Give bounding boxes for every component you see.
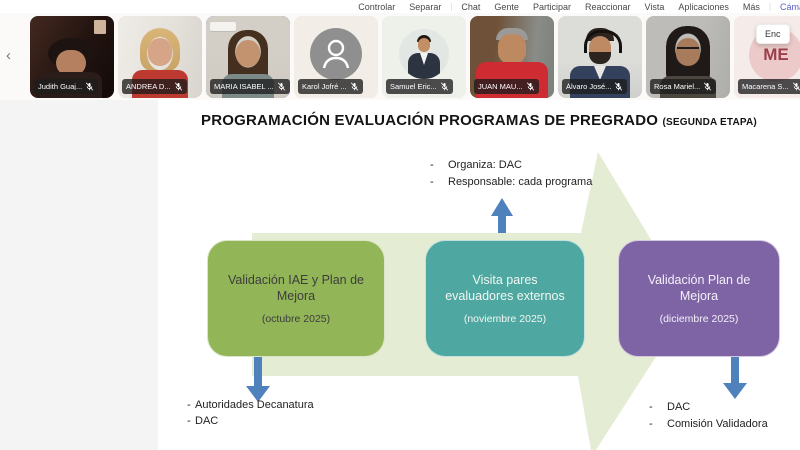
- stage-box-validacion-iae: Validación IAE y Plan de Mejora (octubre…: [207, 240, 385, 357]
- mic-off-icon: [440, 82, 448, 91]
- flow-arrow-down-left-icon: [246, 357, 270, 402]
- menu-item-people[interactable]: Gente: [494, 1, 519, 12]
- menu-item-participate[interactable]: Participar: [532, 1, 571, 12]
- participant-tile[interactable]: ANDREA D...: [118, 16, 202, 98]
- menu-item-chat[interactable]: Chat: [461, 1, 481, 12]
- participant-name-badge: MARIA ISABEL ...: [210, 79, 290, 94]
- menu-item-view[interactable]: Vista: [644, 1, 665, 12]
- participant-name-badge: Rosa Mariel...: [650, 79, 717, 94]
- stage-title: Validación Plan de Mejora: [647, 272, 751, 303]
- mic-off-icon: [86, 82, 94, 91]
- shared-slide: PROGRAMACIÓN EVALUACIÓN PROGRAMAS DE PRE…: [158, 100, 800, 450]
- menu-item-camera[interactable]: Cáma: [779, 1, 800, 12]
- mic-off-icon: [704, 82, 712, 91]
- person-icon: [322, 39, 350, 69]
- participant-tile[interactable]: Álvaro José...: [558, 16, 642, 98]
- menu-item-control[interactable]: Controlar: [358, 1, 396, 12]
- stage-title: Validación IAE y Plan de Mejora: [228, 272, 364, 303]
- stage-date: (octubre 2025): [261, 313, 331, 326]
- menu-divider: |: [450, 2, 453, 11]
- participant-thumbnails: Judith Guaj... ANDREA D... MARIA I: [30, 16, 800, 98]
- flow-arrow-up-icon: [491, 198, 513, 233]
- menu-item-apps[interactable]: Aplicaciones: [678, 1, 729, 12]
- stage-box-visita-pares: Visita pares evaluadores externos (novie…: [425, 240, 585, 357]
- participant-name-badge: JUAN MAU...: [474, 79, 539, 94]
- mic-off-icon: [174, 82, 182, 91]
- mic-off-icon: [277, 82, 285, 91]
- annotation-comision: -DAC -Comisión Validadora: [649, 401, 768, 430]
- stage-date: (diciembre 2025): [659, 313, 739, 326]
- participant-tile[interactable]: Samuel Eric...: [382, 16, 466, 98]
- participant-tile[interactable]: Judith Guaj...: [30, 16, 114, 98]
- stage-box-validacion-plan: Validación Plan de Mejora (diciembre 202…: [618, 240, 780, 357]
- slide-title: PROGRAMACIÓN EVALUACIÓN PROGRAMAS DE PRE…: [201, 112, 757, 129]
- mic-off-icon: [615, 82, 623, 91]
- participant-name-badge: Karol Jofré ...: [298, 79, 363, 94]
- participant-tile-active-speaker[interactable]: MARIA ISABEL ...: [206, 16, 290, 98]
- menu-divider: |: [768, 2, 771, 11]
- annotation-organiza: -Organiza: DAC -Responsable: cada progra…: [430, 159, 593, 188]
- stage-date: (noviembre 2025): [463, 313, 547, 326]
- participant-tile[interactable]: JUAN MAU...: [470, 16, 554, 98]
- screen-share-region: PROGRAMACIÓN EVALUACIÓN PROGRAMAS DE PRE…: [0, 100, 800, 450]
- meeting-menu-bar: Controlar Separar | Chat Gente Participa…: [0, 0, 800, 13]
- menu-item-more[interactable]: Más: [742, 1, 760, 12]
- mic-off-icon: [350, 82, 358, 91]
- participant-name-badge: ANDREA D...: [122, 79, 187, 94]
- participant-name-badge: Judith Guaj...: [34, 79, 99, 94]
- participant-name-badge: Samuel Eric...: [386, 79, 453, 94]
- mic-off-icon: [792, 82, 800, 91]
- participant-name-badge: Álvaro José...: [562, 79, 628, 94]
- annotation-autoridades: -Autoridades Decanatura -DAC: [187, 399, 314, 427]
- stage-title: Visita pares evaluadores externos: [445, 272, 565, 303]
- scroll-left-button[interactable]: ‹: [6, 47, 11, 64]
- menu-item-react[interactable]: Reaccionar: [584, 1, 631, 12]
- menu-item-separate[interactable]: Separar: [409, 1, 442, 12]
- participant-filmstrip: ‹ Judith Guaj... ANDREA D...: [0, 13, 800, 100]
- participant-tile[interactable]: Rosa Mariel...: [646, 16, 730, 98]
- participant-name-badge: Macarena S...: [738, 79, 800, 94]
- participant-tile[interactable]: Karol Jofré ...: [294, 16, 378, 98]
- camera-tooltip: Enc: [756, 24, 790, 44]
- flow-arrow-down-right-icon: [723, 357, 747, 399]
- mic-off-icon: [526, 82, 534, 91]
